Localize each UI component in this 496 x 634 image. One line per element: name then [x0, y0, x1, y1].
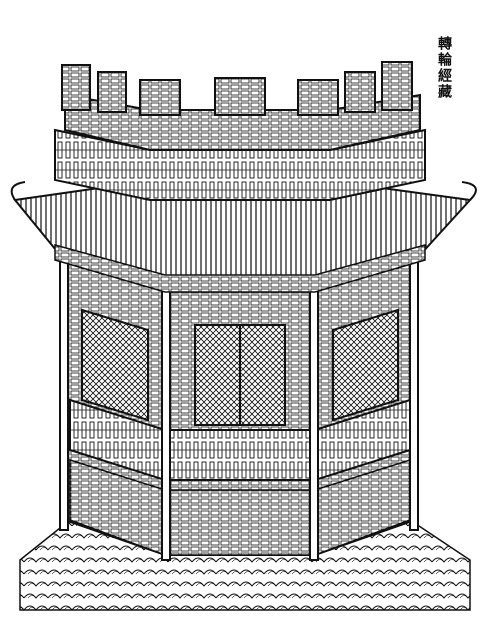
lattice-windows — [81, 308, 399, 426]
pavilion-body — [59, 244, 419, 561]
tiled-roof — [10, 181, 477, 293]
caption-vertical-text: 轉輪經藏 — [436, 36, 452, 100]
columns — [59, 244, 419, 561]
upper-tier — [54, 93, 426, 201]
rooftop-turrets — [61, 61, 413, 116]
